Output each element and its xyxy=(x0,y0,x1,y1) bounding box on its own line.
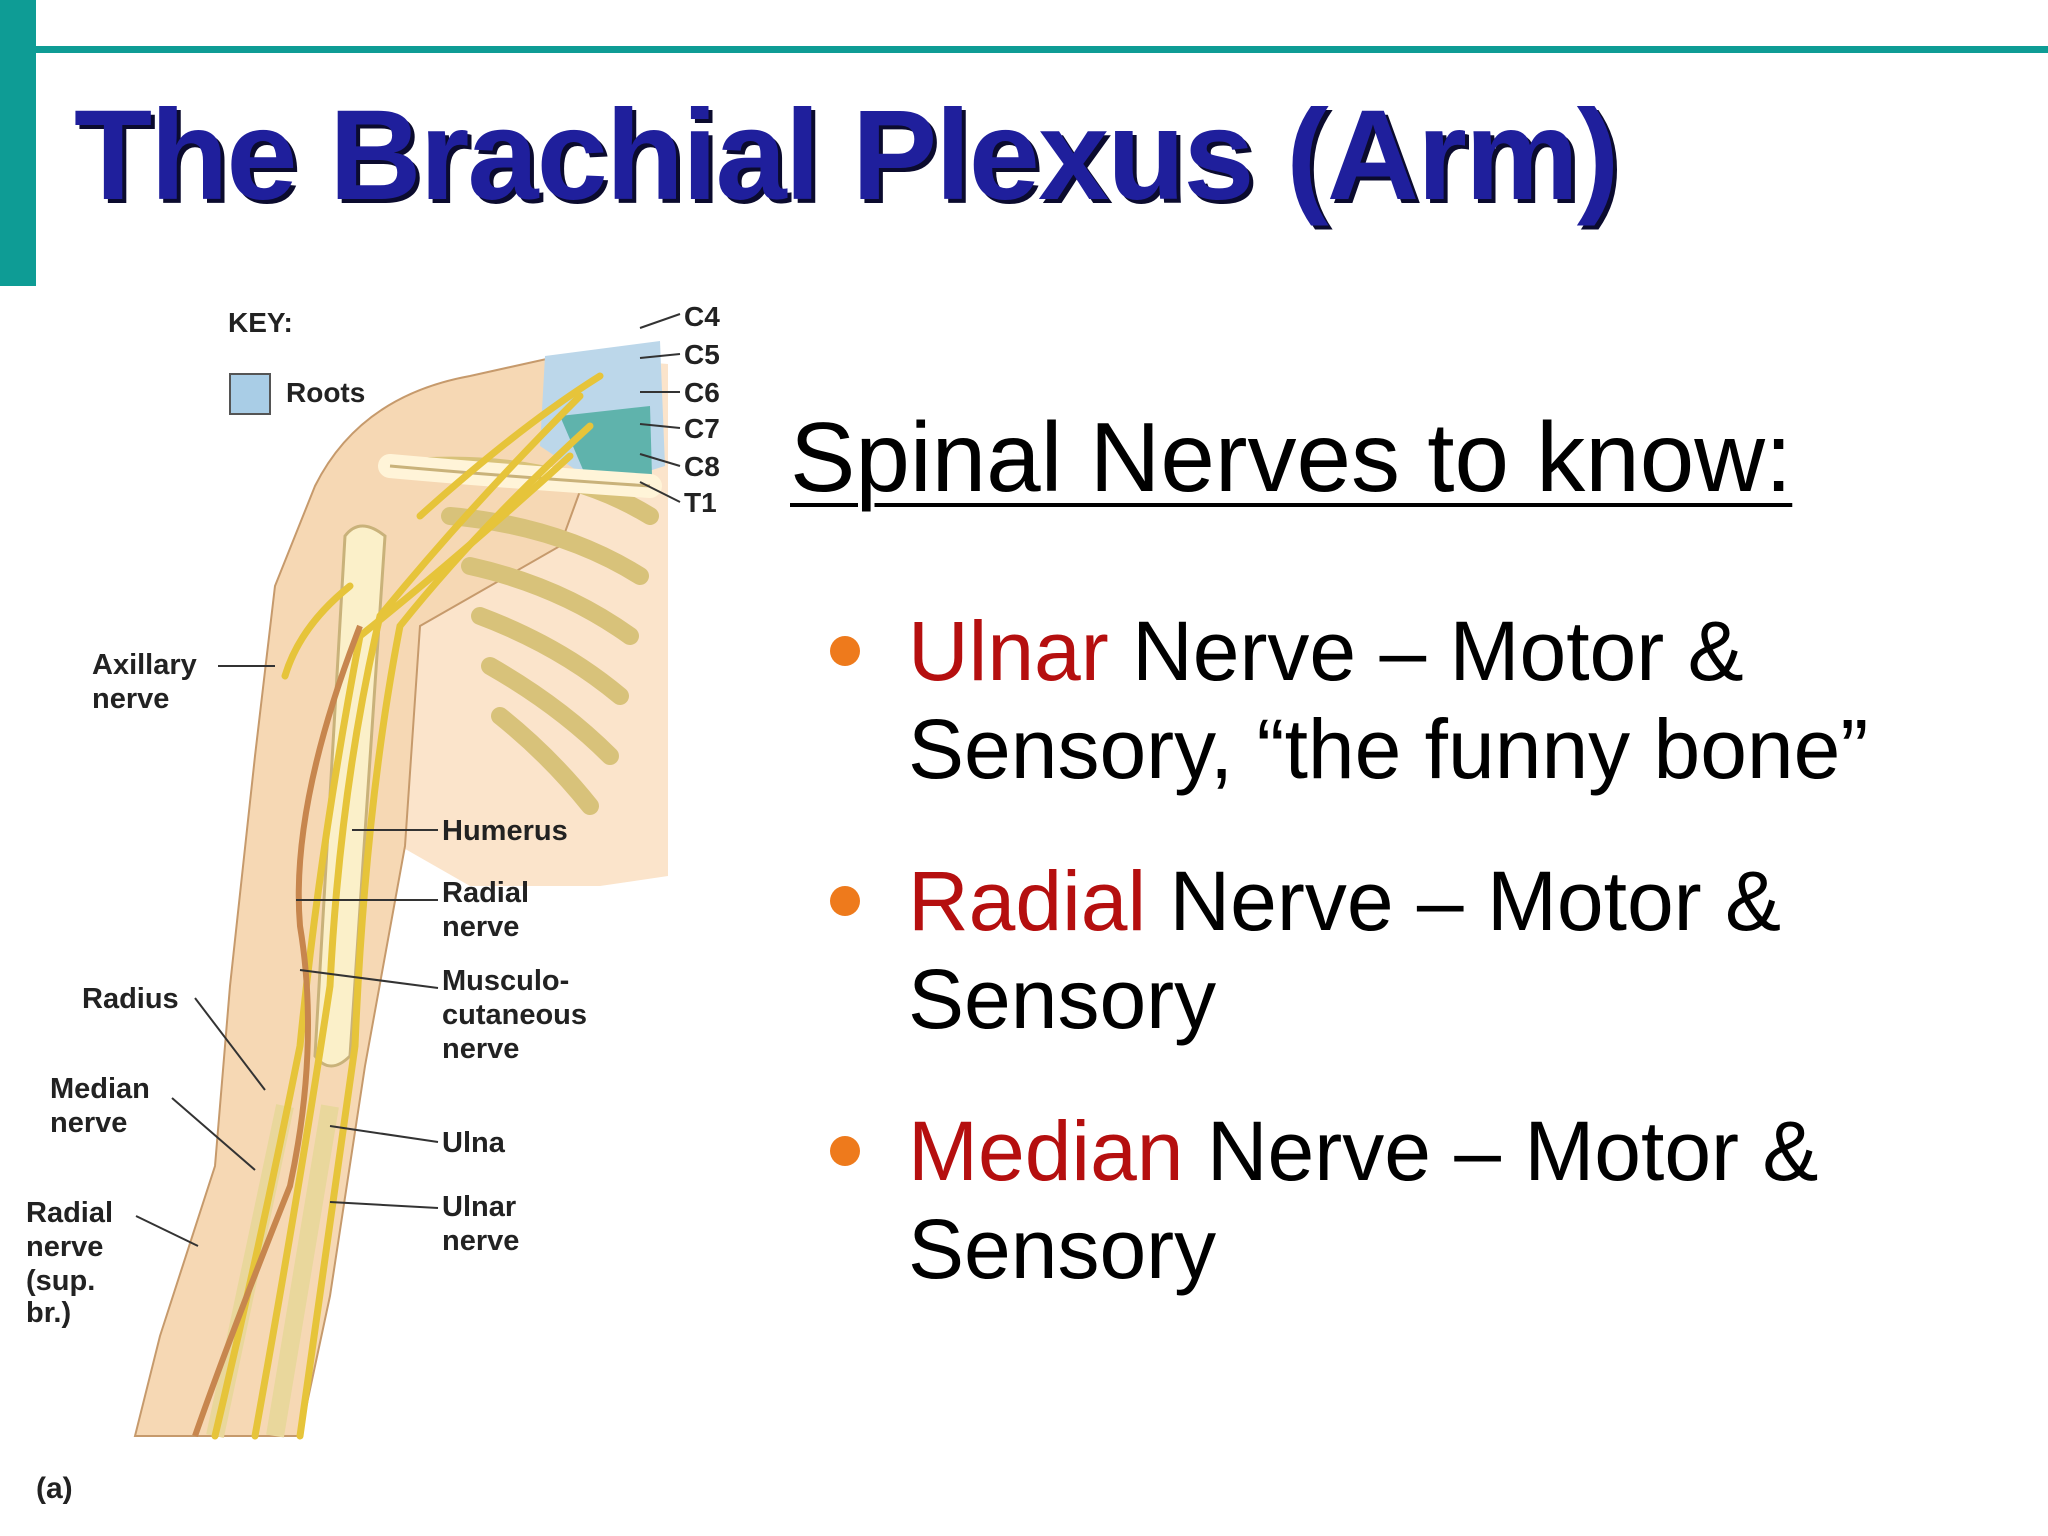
roots-teal xyxy=(560,406,652,486)
panel-label: (a) xyxy=(36,1472,73,1505)
root-label-c7: C7 xyxy=(684,413,720,444)
label-musculocutaneous-3: nerve xyxy=(442,1033,519,1065)
list-item-radial: Radial Nerve – Motor & Sensory xyxy=(830,852,2030,1048)
ribcage xyxy=(421,456,659,815)
label-radius: Radius xyxy=(82,983,179,1015)
label-radial-nerve-1: Radial xyxy=(442,877,529,909)
label-ulnar-nerve-2: nerve xyxy=(442,1225,519,1257)
label-ulna: Ulna xyxy=(442,1127,506,1159)
label-humerus: Humerus xyxy=(442,815,568,847)
label-radial-sup-4: br.) xyxy=(26,1297,71,1329)
ulna-bone xyxy=(266,1104,339,1438)
label-radial-sup-2: nerve xyxy=(26,1231,103,1263)
arm-anatomy-illustration: KEY: Roots C4 C5 C6 C7 C8 T1 xyxy=(26,301,720,1505)
list-item-median: Median Nerve – Motor & Sensory xyxy=(830,1102,2030,1298)
nerve-desc: Nerve – Motor & xyxy=(1108,604,1744,698)
root-label-c8: C8 xyxy=(684,451,720,482)
key-roots-swatch xyxy=(229,373,271,415)
key-title: KEY: xyxy=(228,307,293,338)
label-radial-nerve-2: nerve xyxy=(442,911,519,943)
key-roots-label: Roots xyxy=(286,377,365,408)
leader-lines xyxy=(135,665,439,1247)
nerve-desc: Nerve – Motor & xyxy=(1183,1104,1819,1198)
nerve-desc-line2: Sensory, “the funny bone” xyxy=(908,702,1869,796)
label-median-nerve-2: nerve xyxy=(50,1107,127,1139)
nerve-list: Ulnar Nerve – Motor & Sensory, “the funn… xyxy=(830,602,2030,1352)
nerves xyxy=(211,372,604,1440)
bullet-dot-icon xyxy=(830,886,860,916)
label-musculocutaneous-1: Musculo- xyxy=(442,965,569,997)
radial-nerve xyxy=(192,624,363,1437)
label-ulnar-nerve-1: Ulnar xyxy=(442,1191,516,1223)
brachial-plexus-figure: KEY: Roots C4 C5 C6 C7 C8 T1 xyxy=(0,286,740,1536)
root-labels: C4 C5 C6 C7 C8 T1 xyxy=(639,301,720,518)
nerve-desc: Nerve – Motor & xyxy=(1146,854,1782,948)
root-label-c5: C5 xyxy=(684,339,720,370)
bullet-dot-icon xyxy=(830,1136,860,1166)
label-radial-sup-3: (sup. xyxy=(26,1265,95,1297)
accent-bar xyxy=(0,0,36,286)
label-axillary-nerve-2: nerve xyxy=(92,683,169,715)
label-axillary-nerve-1: Axillary xyxy=(92,649,197,681)
top-rule xyxy=(36,46,2048,53)
nerve-desc-line2: Sensory xyxy=(908,952,1217,1046)
slide-title: The Brachial Plexus (Arm) xyxy=(74,84,1619,227)
nerve-name: Ulnar xyxy=(908,604,1109,698)
bullet-dot-icon xyxy=(830,636,860,666)
nerve-desc-line2: Sensory xyxy=(908,1202,1217,1296)
label-median-nerve-1: Median xyxy=(50,1073,150,1105)
nerve-name: Median xyxy=(908,1104,1184,1198)
label-radial-sup-1: Radial xyxy=(26,1197,113,1229)
root-label-c4: C4 xyxy=(684,301,720,332)
subheading: Spinal Nerves to know: xyxy=(790,402,1793,512)
list-item-ulnar: Ulnar Nerve – Motor & Sensory, “the funn… xyxy=(830,602,2030,798)
root-label-c6: C6 xyxy=(684,377,720,408)
nerve-name: Radial xyxy=(908,854,1147,948)
root-label-t1: T1 xyxy=(684,487,717,518)
label-musculocutaneous-2: cutaneous xyxy=(442,999,587,1031)
